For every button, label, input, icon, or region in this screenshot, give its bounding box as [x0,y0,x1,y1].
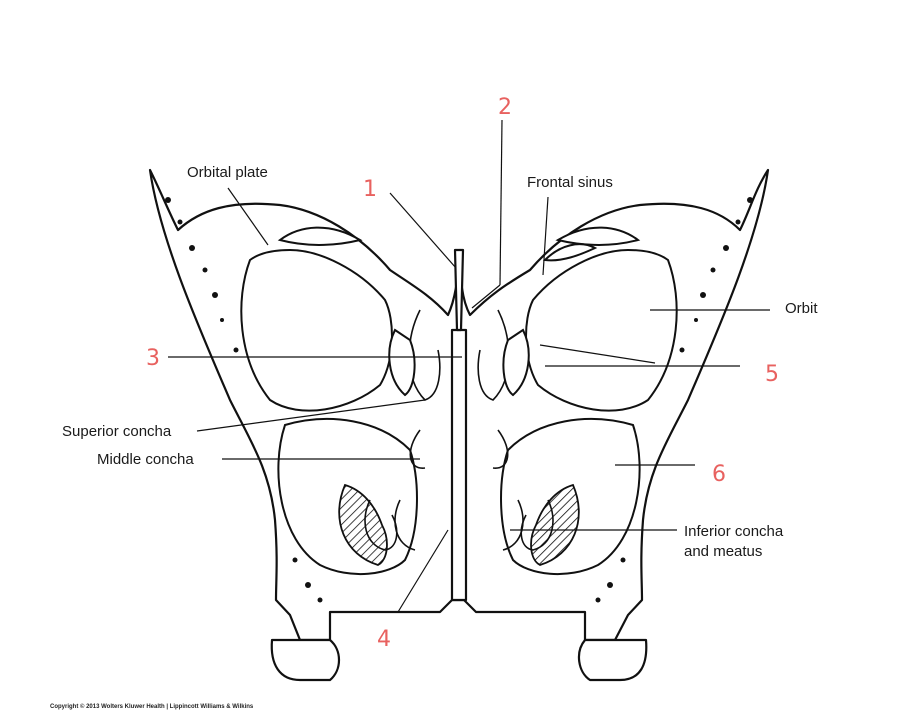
leader-lines [168,119,770,613]
label-inferior-meatus: and meatus [684,543,762,560]
number-3: 3 [146,346,160,371]
number-2: 2 [498,95,512,120]
copyright-notice: Copyright © 2013 Wolters Kluwer Health |… [50,703,254,710]
nasal-septum [388,248,530,602]
label-inferior-concha: Inferior concha [684,523,784,540]
label-middle-concha: Middle concha [97,451,194,468]
bone-texture [165,197,753,603]
label-orbit: Orbit [785,300,818,317]
label-frontal-sinus: Frontal sinus [527,174,613,191]
label-orbital-plate: Orbital plate [187,164,268,181]
number-1: 1 [363,177,377,202]
maxillary-sinuses [277,418,641,576]
number-4: 4 [377,627,391,652]
number-5: 5 [765,362,779,387]
label-superior-concha: Superior concha [62,423,172,440]
number-6: 6 [712,462,726,487]
frontal-sinus-area [277,226,641,262]
